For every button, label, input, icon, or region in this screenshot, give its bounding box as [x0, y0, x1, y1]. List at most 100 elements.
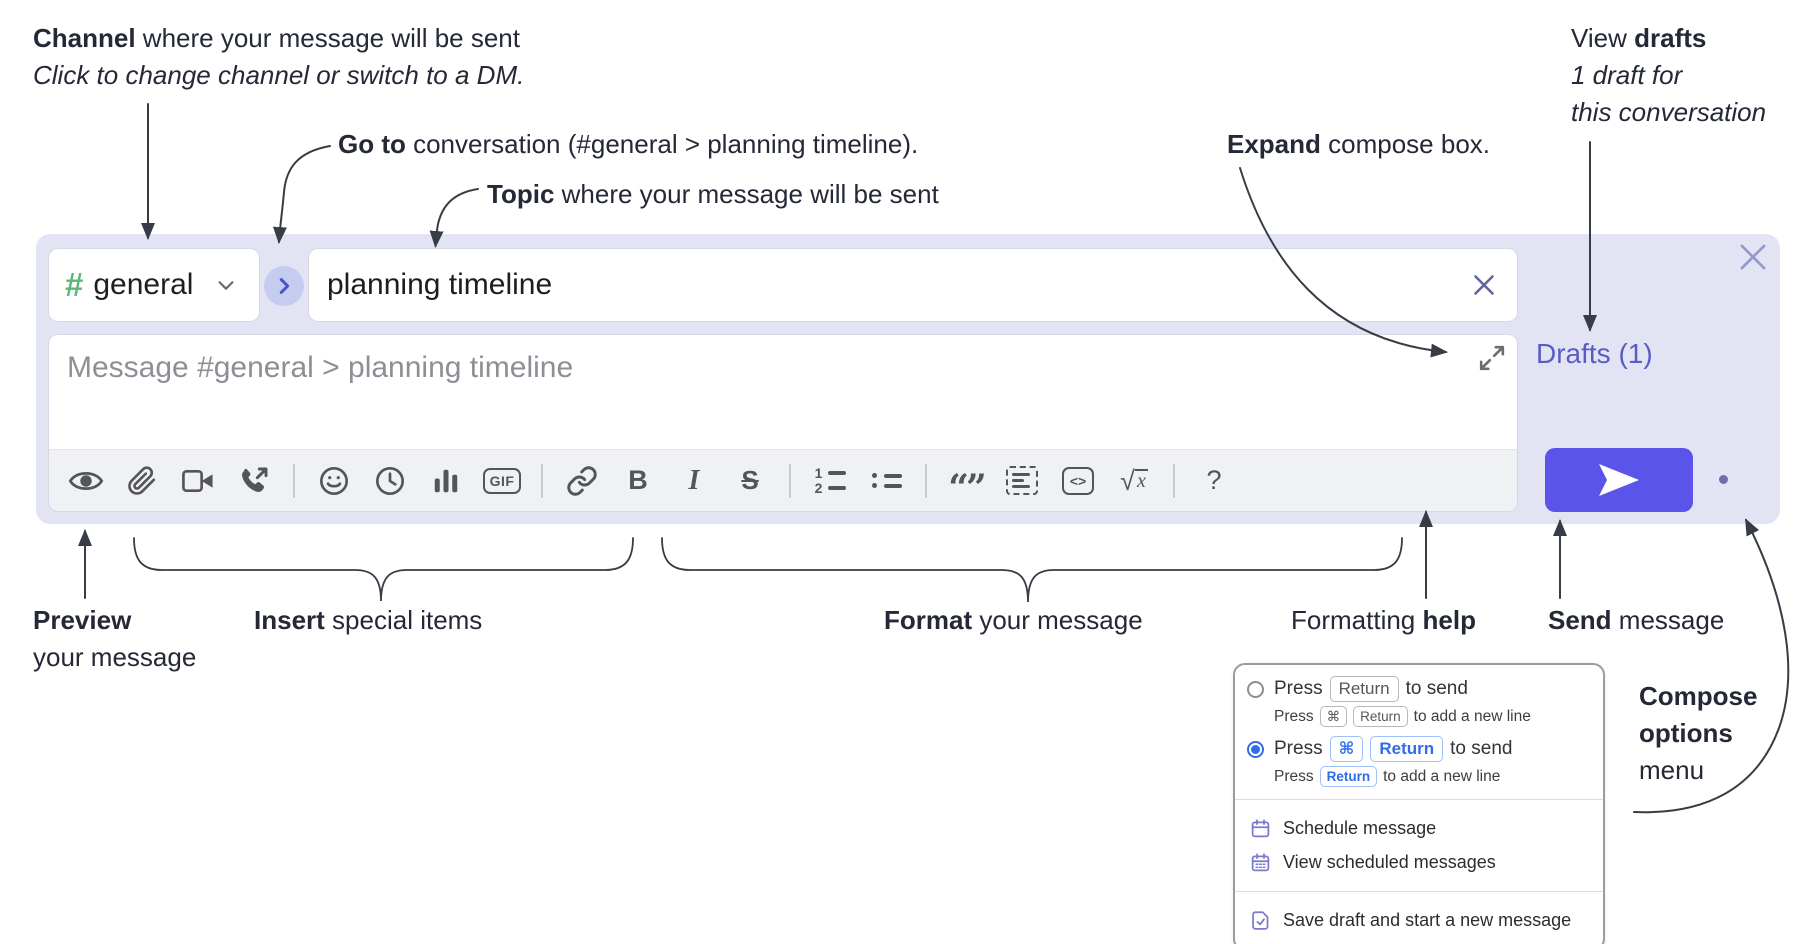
- gif-icon: GIF: [482, 467, 522, 494]
- calendar-icon: [1250, 818, 1271, 839]
- topic-field: [308, 248, 1518, 322]
- return-key: Return: [1370, 736, 1444, 762]
- drafts-link[interactable]: Drafts (1): [1536, 338, 1653, 369]
- eye-icon: [68, 466, 104, 496]
- menu-item-save-draft[interactable]: Save draft and start a new message: [1247, 903, 1591, 937]
- blockquote-icon: “”: [948, 466, 986, 509]
- record-audio-button[interactable]: [226, 459, 282, 503]
- annotation-topic: Topic where your message will be sent: [487, 179, 939, 209]
- toolbar-divider: [541, 463, 543, 498]
- cmd-key: ⌘: [1319, 706, 1348, 727]
- compose-box: # general: [36, 234, 1780, 524]
- ordered-list-button[interactable]: 1 2: [802, 459, 858, 503]
- formula-button[interactable]: √x: [1106, 459, 1162, 503]
- send-behavior-options: Press Return to send Press ⌘ Return to a…: [1235, 665, 1603, 799]
- menu-item-view-scheduled[interactable]: View scheduled messages: [1247, 845, 1591, 879]
- return-key: Return: [1319, 766, 1378, 787]
- bulleted-list-icon: [870, 473, 902, 488]
- code-icon: <>: [1062, 466, 1094, 495]
- strikethrough-icon: S: [741, 465, 759, 495]
- bold-icon: B: [628, 465, 648, 495]
- schedule-section: Schedule message View scheduled messages: [1235, 799, 1603, 891]
- attach-file-button[interactable]: [114, 459, 170, 503]
- annotation-formatting-help: Formatting help: [1291, 605, 1476, 635]
- annotation-insert: Insert special items: [254, 605, 483, 635]
- annotation-view-drafts: View drafts 1 draft for this conversatio…: [1571, 23, 1767, 127]
- link-icon: [566, 465, 598, 497]
- channel-hash-icon: #: [65, 266, 84, 303]
- emoji-icon: [318, 465, 350, 497]
- link-button[interactable]: [554, 459, 610, 503]
- emoji-button[interactable]: [306, 459, 362, 503]
- bulleted-list-button[interactable]: [858, 459, 914, 503]
- save-draft-icon: [1250, 910, 1271, 931]
- channel-selector[interactable]: # general: [48, 248, 260, 322]
- goto-conversation-button[interactable]: [264, 266, 304, 306]
- topic-input[interactable]: [327, 268, 1467, 302]
- phone-call-icon: [238, 465, 270, 497]
- blockquote-button[interactable]: “”: [938, 459, 994, 509]
- italic-button[interactable]: I: [666, 459, 722, 503]
- preview-button[interactable]: [58, 459, 114, 503]
- chevron-down-icon: [215, 274, 237, 296]
- poll-button[interactable]: [418, 459, 474, 503]
- clock-icon: [374, 465, 406, 497]
- code-block-icon: [1006, 466, 1038, 495]
- brace-format: [661, 537, 1403, 603]
- message-compose-unit: GIF B I S 1 2 “”: [48, 334, 1518, 512]
- formula-icon: √x: [1120, 465, 1148, 496]
- ordered-list-icon: 1 2: [814, 466, 846, 495]
- chevron-right-icon: [273, 275, 295, 297]
- brace-insert: [133, 537, 634, 602]
- radio-unselected[interactable]: [1247, 681, 1264, 698]
- annotation-send: Send message: [1548, 605, 1725, 635]
- formatting-toolbar: GIF B I S 1 2 “”: [49, 449, 1517, 511]
- formatting-help-button[interactable]: ?: [1186, 459, 1242, 503]
- option-return-to-send[interactable]: Press Return to send Press ⌘ Return to a…: [1247, 676, 1591, 727]
- message-input[interactable]: [49, 335, 1517, 449]
- compose-options-menu: Press Return to send Press ⌘ Return to a…: [1233, 663, 1605, 944]
- annotation-preview: Preview your message: [33, 605, 197, 672]
- video-camera-icon: [181, 467, 215, 495]
- message-area: [49, 335, 1517, 449]
- radio-selected[interactable]: [1247, 741, 1264, 758]
- toolbar-divider: [293, 463, 295, 498]
- code-block-button[interactable]: [994, 459, 1050, 503]
- return-key: Return: [1353, 706, 1408, 727]
- bold-button[interactable]: B: [610, 459, 666, 503]
- annotation-compose-options: Compose options menu: [1639, 681, 1758, 785]
- option-cmd-return-to-send[interactable]: Press ⌘ Return to send Press Return to a…: [1247, 736, 1591, 787]
- kebab-menu-icon: [1718, 474, 1728, 484]
- strikethrough-button[interactable]: S: [722, 459, 778, 503]
- compose-options-button[interactable]: [1708, 450, 1738, 508]
- toolbar-divider: [789, 463, 791, 498]
- send-icon: [1596, 460, 1642, 500]
- send-button[interactable]: [1545, 448, 1693, 512]
- cmd-key: ⌘: [1329, 736, 1364, 762]
- annotation-format: Format your message: [884, 605, 1143, 635]
- annotation-goto: Go to conversation (#general > planning …: [338, 129, 919, 159]
- history-button[interactable]: [362, 459, 418, 503]
- annotation-expand: Expand compose box.: [1227, 129, 1491, 159]
- toolbar-divider: [925, 463, 927, 498]
- bar-chart-icon: [431, 466, 461, 496]
- return-key: Return: [1329, 676, 1399, 702]
- close-icon: [1734, 238, 1772, 276]
- expand-icon: [1479, 345, 1505, 371]
- close-compose-button[interactable]: [1734, 238, 1772, 276]
- clear-topic-button[interactable]: [1467, 268, 1501, 302]
- gif-button[interactable]: GIF: [474, 459, 530, 503]
- paperclip-icon: [127, 465, 157, 496]
- calendar-grid-icon: [1250, 852, 1271, 873]
- toolbar-divider: [1173, 463, 1175, 498]
- arrow-goto: [272, 145, 331, 244]
- code-button[interactable]: <>: [1050, 459, 1106, 503]
- channel-name: general: [93, 268, 194, 301]
- question-mark-icon: ?: [1206, 465, 1222, 495]
- draft-section: Save draft and start a new message: [1235, 891, 1603, 944]
- annotation-channel: Channel where your message will be sent …: [33, 23, 525, 90]
- record-video-button[interactable]: [170, 459, 226, 503]
- expand-compose-button[interactable]: [1479, 345, 1505, 371]
- menu-item-schedule-message[interactable]: Schedule message: [1247, 811, 1591, 845]
